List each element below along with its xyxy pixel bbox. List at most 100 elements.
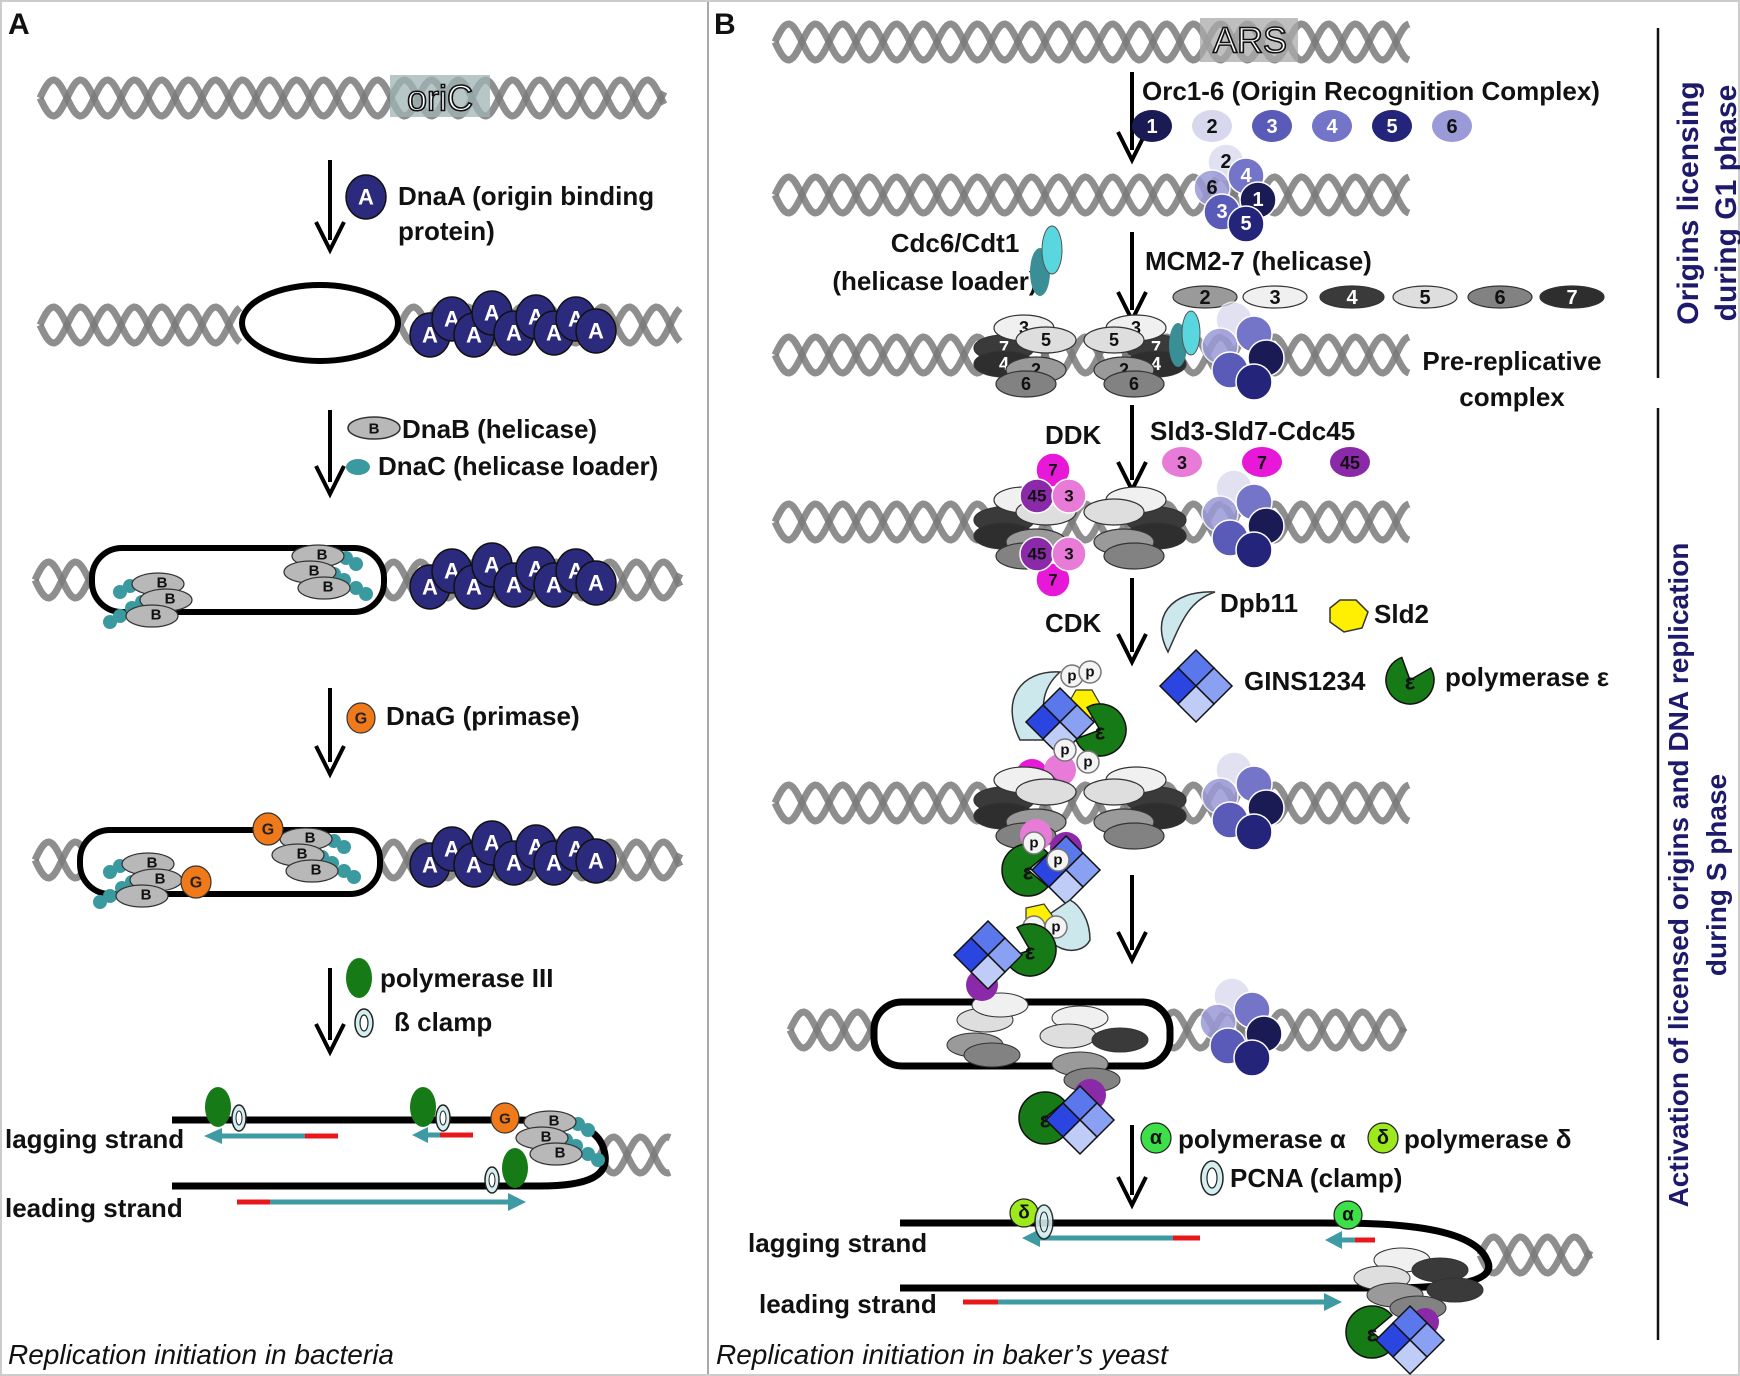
dnaa-glyph: A: [588, 571, 604, 596]
gins-label: GINS1234: [1244, 666, 1366, 696]
dna-helix-ars: [771, 20, 1411, 64]
dna-strand: [36, 76, 668, 120]
polymerase-epsilon-label: polymerase ε: [1445, 662, 1609, 692]
sld-subunit-label: 7: [1048, 461, 1057, 480]
mcm-subunit: [1015, 326, 1077, 354]
orc-subunit-label: 1: [1252, 189, 1263, 211]
svg-text:A: A: [358, 185, 374, 210]
mcm-subunit: [1039, 1023, 1097, 1049]
orc-subunit-5: [1372, 110, 1412, 142]
mcm-subunit-label: 6: [1494, 287, 1505, 309]
orc-subunit-label: 2: [1206, 116, 1217, 138]
sld-subunit-3: [1162, 447, 1202, 477]
orc-subunit-6: [1432, 110, 1472, 142]
prerc-label-2: complex: [1459, 382, 1565, 412]
mcm-subunit-label: 5: [1419, 287, 1430, 309]
sld-subunit-label: 45: [1028, 545, 1047, 564]
polymerase-alpha-label: polymerase α: [1178, 1124, 1346, 1154]
orc-subunit-label: 4: [1240, 165, 1252, 187]
polymerase-delta-icon: δ: [1367, 1122, 1399, 1154]
sld2-label: Sld2: [1374, 599, 1429, 629]
beta-clamp-icon: [354, 1008, 374, 1038]
mcm-subunit: [1083, 498, 1145, 526]
dnaa-protein: [575, 838, 617, 884]
dnac-loader: [337, 840, 351, 854]
dna-helix-oric: [36, 76, 668, 120]
epsilon-glyph: ε: [1095, 720, 1106, 745]
mcm-subunit-7: [1539, 285, 1605, 309]
sld-subunit-label: 45: [1028, 487, 1047, 506]
dna-strand: [596, 1133, 672, 1177]
dnab-subunit: [125, 604, 179, 628]
okazaki-arrowhead: [1022, 1229, 1040, 1247]
polymerase-epsilon-icon: ε: [1385, 656, 1435, 705]
orc-subunit-2: [1192, 110, 1232, 142]
polymerase-delta-label: polymerase δ: [1404, 1124, 1572, 1154]
beta-clamp: [435, 1104, 451, 1132]
dnab-helicase-complex: BBB: [283, 544, 373, 601]
mcm-subunit-label: 5: [1041, 330, 1051, 350]
dnab-glyph: B: [157, 575, 168, 592]
leading-arrowhead: [1324, 1293, 1342, 1311]
svg-text:α: α: [1150, 1127, 1163, 1149]
dnab-glyph: B: [549, 1113, 560, 1130]
dna-strand: [36, 76, 668, 120]
epsilon-glyph: ε: [1367, 1322, 1378, 1347]
mcm-subunit-6: [1467, 285, 1533, 309]
mcm-subunit: [1103, 542, 1165, 570]
panel-a-caption: Replication initiation in bacteria: [8, 1339, 394, 1370]
cdc6-cdt1-label-2: (helicase loader): [832, 266, 1037, 296]
svg-text:δ: δ: [1018, 1203, 1030, 1224]
mcm-subunit-5: [1392, 285, 1458, 309]
gins-icon: [1158, 648, 1234, 724]
dnac-loader: [591, 1153, 605, 1167]
panel-a-letter: A: [8, 8, 30, 41]
dpb11-label: Dpb11: [1220, 588, 1298, 618]
dnac-icon: [346, 459, 370, 475]
dnaa-protein: [575, 560, 617, 606]
mcm-subunit: [1103, 370, 1165, 398]
dna-helix-fork: [1476, 1233, 1594, 1277]
mcm-subunit: [1083, 778, 1145, 806]
mcm-subunit-label: 2: [1031, 360, 1041, 380]
dnaa-glyph: A: [588, 319, 604, 344]
dnab-label: DnaB (helicase): [402, 414, 597, 444]
orc-subunit-label: 2: [1220, 151, 1231, 173]
orc-subunit-3: [1252, 110, 1292, 142]
arrow-head: [314, 221, 346, 255]
orc-subunit: [1233, 1039, 1271, 1077]
panel-a: A oriC A DnaA (origin binding protein) A…: [5, 8, 684, 1370]
polymerase-iii: [502, 1148, 528, 1188]
sld-subunit: [1051, 536, 1087, 572]
oric-label: oriC: [407, 78, 473, 119]
phosphate: [1053, 738, 1077, 762]
panel-b-caption: Replication initiation in baker’s yeast: [716, 1339, 1169, 1370]
dnaa-glyph: A: [484, 553, 500, 578]
mcm-subunit-label: 7: [999, 338, 1009, 358]
gins-subunit: [969, 953, 1007, 991]
dna-strand: [771, 781, 1411, 825]
dnac-loader: [113, 585, 127, 599]
sld-subunit-label: 7: [1048, 571, 1057, 590]
svg-text:δ: δ: [1377, 1127, 1389, 1149]
dna-strand: [1156, 1008, 1408, 1052]
gins-subunit: [1391, 1338, 1429, 1376]
polymerase-epsilon: [1004, 923, 1057, 977]
orc-bound-complex: [1201, 751, 1285, 851]
dna-strand: [36, 303, 243, 347]
dnab-subunit: [285, 859, 339, 883]
epsilon-glyph: ε: [1025, 940, 1036, 965]
polymerase-iii-icon: [346, 958, 372, 998]
beta-clamp-label: ß clamp: [394, 1007, 492, 1037]
mcm-subunit-label: 3: [1269, 287, 1280, 309]
orc-bound-complex: [1201, 469, 1285, 569]
panel-b-letter: B: [714, 8, 736, 41]
orc-subunit-1: [1132, 110, 1172, 142]
sld-subunit: [1051, 478, 1087, 514]
